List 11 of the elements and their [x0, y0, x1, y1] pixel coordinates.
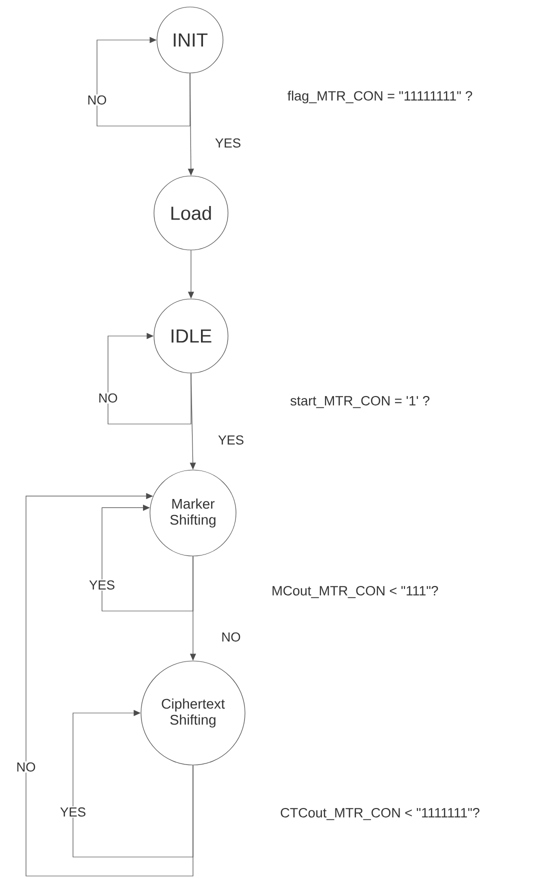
- arrow: [108, 332, 192, 424]
- arrow: [72, 710, 194, 858]
- arrow: [26, 493, 194, 876]
- condition-label: flag_MTR_CON = "11111111" ?: [288, 90, 472, 104]
- edge-label: NO: [15, 761, 37, 773]
- arrow: [102, 504, 194, 612]
- condition-label: MCout_MTR_CON < "111"?: [272, 586, 438, 598]
- edge-label: NO: [97, 392, 119, 404]
- condition-label: start_MTR_CON = '1' ?: [290, 396, 430, 408]
- arrow: [96, 36, 190, 126]
- condition-label: CTCout_MTR_CON < "1111111"?: [280, 808, 480, 820]
